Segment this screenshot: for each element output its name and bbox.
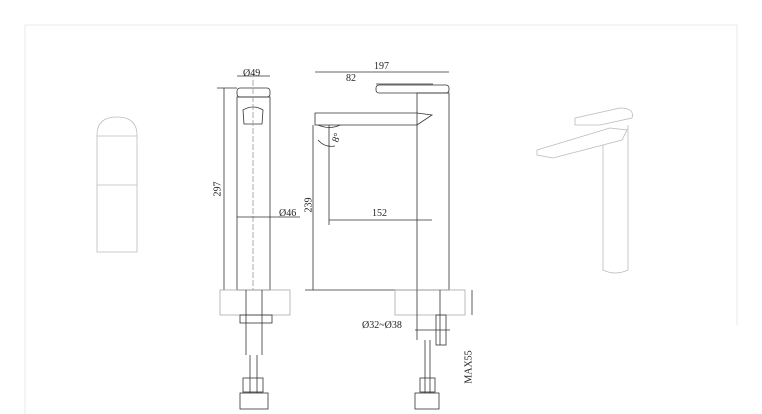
handle-length-label: 82 xyxy=(346,73,356,84)
cap-diameter-label: Ø49 xyxy=(243,68,261,79)
spout-reach-label: 152 xyxy=(372,208,387,219)
max-thickness-label: MAX55 xyxy=(463,350,475,384)
side-view xyxy=(217,75,300,410)
frame xyxy=(24,24,738,414)
isometric-view xyxy=(536,107,633,274)
spout-height-label: 239 xyxy=(303,197,315,213)
top-view xyxy=(96,116,138,253)
total-height-label: 297 xyxy=(212,181,224,197)
front-view xyxy=(305,71,473,410)
body-diameter-label: Ø46 xyxy=(279,208,297,219)
hole-diameter-label: Ø32~Ø38 xyxy=(362,320,402,331)
overall-length-label: 197 xyxy=(374,61,389,72)
